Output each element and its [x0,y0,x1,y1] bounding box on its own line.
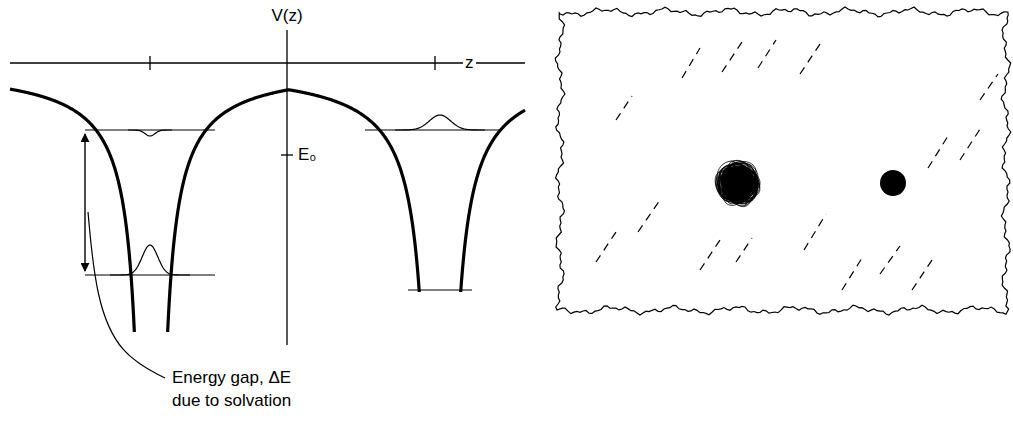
potential-plot [10,30,525,378]
axis-tick [281,154,293,155]
solvent-dashes [928,136,948,168]
solvent-dashes [682,48,700,78]
wavefunction [395,115,485,130]
solvent-border [555,7,1010,315]
solvated-ion [722,167,754,199]
solvent-dashes [980,74,998,100]
solvent-dashes [912,260,932,290]
bare-ion [880,170,906,196]
energy-level [85,129,215,130]
axis-tick [149,56,150,70]
potential-curve [461,110,525,292]
gap-arrow [84,134,85,271]
solvent-dashes [800,44,820,74]
solvent-dashes [616,96,632,120]
v-axis [286,30,287,345]
potential-curve [168,90,420,332]
solvent-dashes [842,258,862,290]
callout-text: Energy gap, ΔE due to solvation [172,366,304,412]
potential-curve [10,89,134,332]
solvent-dashes [960,126,982,160]
solvent-dashes [722,42,742,72]
energy-level [85,274,215,275]
axis-label: z [463,51,476,74]
z-axis [10,62,525,63]
axis-label: V(z) [271,4,302,27]
solvent-dashes [700,240,720,270]
level-label: E₀ [298,143,316,166]
wavefunction [128,130,172,136]
leader-line [88,212,165,378]
solvent-dashes [638,200,660,232]
solvent-dashes [736,238,752,262]
solvent-dashes [758,40,776,68]
solvent-dashes [596,232,616,262]
energy-level [408,289,472,290]
solvent-dashes [880,246,900,274]
solvent-dashes [804,214,826,250]
solvation-shell [715,160,760,206]
axis-tick [434,56,435,70]
wavefunction [110,245,190,275]
solvent-box [555,7,1010,315]
